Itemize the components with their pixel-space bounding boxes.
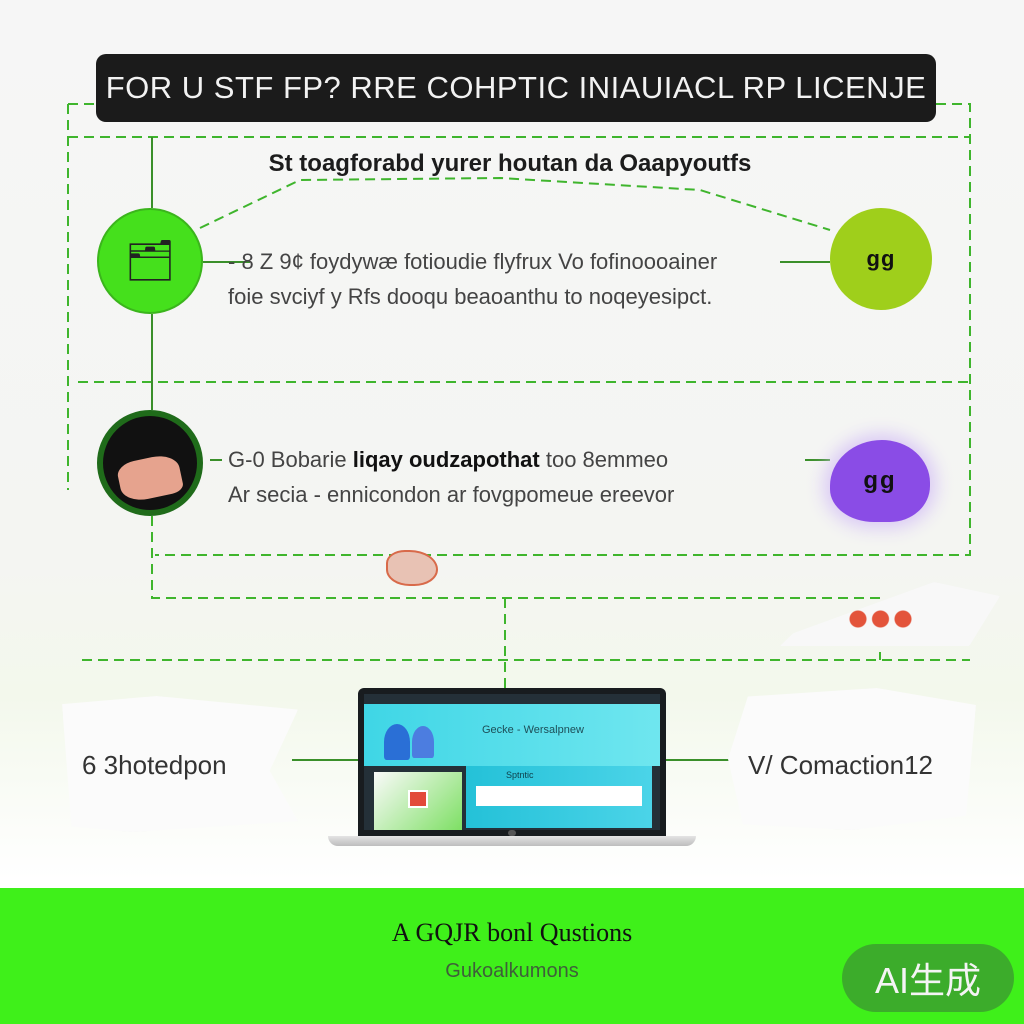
step-2-line-1: G-0 Bobarie liqay oudzapothat too 8emmeo: [228, 442, 674, 477]
laptop-display: Gecke - Wersalpnew Sptntic: [364, 694, 660, 830]
sketch-fish-icon: [386, 550, 438, 586]
step-2-line-1-suffix: too 8emmeo: [539, 447, 669, 472]
step-1-text: - 8 Z 9¢ foydywæ fotioudie flyfrux Vo fo…: [228, 244, 717, 314]
laptop-caption: Gecke - Wersalpnew: [482, 724, 584, 736]
step-2-line-1-prefix: G-0 Bobarie: [228, 447, 353, 472]
figure-icon: [412, 726, 434, 758]
step-2-line-1-bold: liqay oudzapothat: [352, 447, 540, 472]
laptop-notch: [508, 830, 516, 836]
card-icon: [408, 790, 428, 808]
dashed-loop-bottom: [151, 516, 881, 660]
right-card-label: V/ Comaction12: [748, 750, 933, 780]
laptop-input-field: [476, 786, 642, 806]
laptop-screen: Gecke - Wersalpnew Sptntic: [358, 688, 666, 836]
dashed-arc-top: [199, 176, 831, 231]
laptop-base: [328, 836, 696, 846]
figure-icon: [384, 724, 410, 760]
badge-label: AI生成: [874, 960, 981, 1001]
step-2-line-2: Ar secia - ennicondon ar fovgpomeue eree…: [228, 482, 675, 508]
laptop-form-panel: Sptntic: [466, 766, 652, 828]
left-card-label: 6 3hotedpon: [82, 750, 227, 780]
ai-generated-badge: AI生成: [842, 944, 1014, 1012]
step-1-end-label: gg: [866, 246, 896, 271]
footer-title: A GQJR bonl Qustions: [391, 918, 633, 947]
step-1-circle: 🗂: [97, 208, 203, 314]
left-paper-card: [62, 696, 298, 832]
sketch-food-icon: [840, 604, 930, 634]
step-2-circle: [97, 410, 203, 516]
page-title: FOR U STF FP? RRE COHPTIC INIAUIACL RP L…: [105, 70, 927, 105]
step-1-line-1: - 8 Z 9¢ foydywæ fotioudie flyfrux Vo fo…: [228, 249, 718, 274]
subtitle: St toagforabd yurer houtan da Oaapyoutfs: [268, 150, 752, 177]
laptop-thumbnail: [374, 772, 462, 830]
step-2-end-label: gg: [863, 467, 897, 494]
scene-icon: [115, 451, 185, 505]
dashed-frame-top: [68, 103, 971, 556]
step-2-end-blob: gg: [830, 440, 930, 522]
laptop-hero-banner: Gecke - Wersalpnew: [364, 704, 660, 766]
document-icon: 🗂: [124, 239, 176, 283]
title-bar: FOR U STF FP? RRE COHPTIC INIAUIACL RP L…: [96, 54, 936, 122]
right-paper-card: [728, 688, 976, 830]
footer-subtitle: Gukoalkumons: [445, 960, 579, 982]
step-2-text: G-0 Bobarie liqay oudzapothat too 8emmeo…: [228, 442, 674, 512]
step-1-line-2: foie svciyf y Rfs dooqu beaoanthu to noq…: [228, 284, 713, 310]
laptop-input-label: Sptntic: [506, 770, 534, 780]
step-1-end-circle: gg: [830, 208, 932, 310]
